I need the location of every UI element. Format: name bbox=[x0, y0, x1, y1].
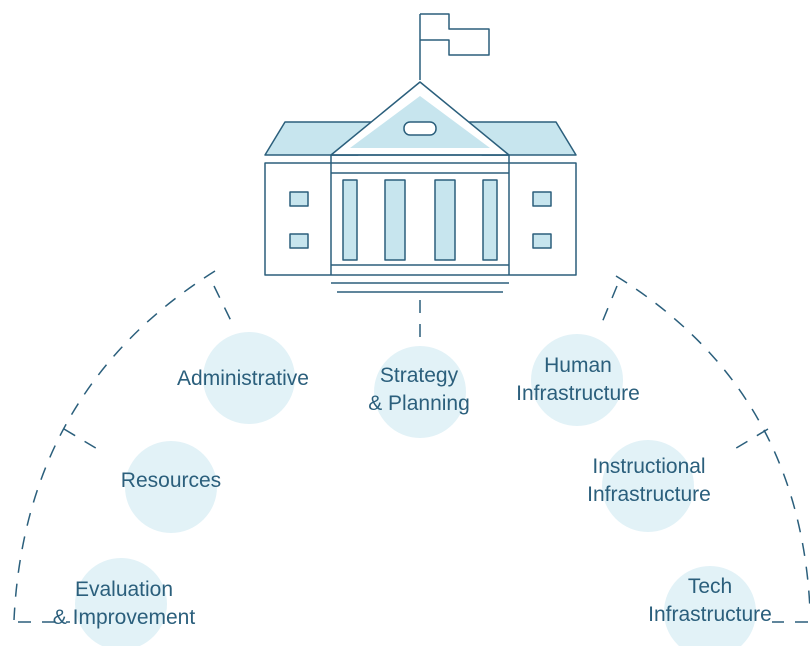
node-label-strategy: Strategy & Planning bbox=[368, 362, 470, 418]
node-label-administrative: Administrative bbox=[177, 365, 309, 393]
node-label-line: Evaluation bbox=[74, 578, 174, 601]
node-label-evaluation: Evaluation & Improvement bbox=[53, 576, 195, 632]
node-label-line: Human bbox=[544, 354, 612, 377]
node-label-line: Strategy bbox=[379, 364, 459, 387]
node-circle-administrative bbox=[203, 332, 295, 424]
node-label-line: Tech bbox=[687, 575, 733, 598]
node-circle-human bbox=[531, 334, 623, 426]
connector-human bbox=[600, 285, 618, 326]
right-arc bbox=[615, 275, 810, 611]
node-label-line: & Planning bbox=[368, 392, 470, 415]
connector-instructional bbox=[727, 428, 769, 454]
node-circle-tech bbox=[664, 566, 756, 646]
node-label-instructional: Instructional Infrastructure bbox=[587, 453, 711, 509]
node-label-line: Infrastructure bbox=[648, 603, 772, 626]
node-label-line: Infrastructure bbox=[587, 483, 711, 506]
school-building-icon bbox=[264, 13, 577, 293]
node-circle-instructional bbox=[602, 440, 694, 532]
node-label-line: Infrastructure bbox=[516, 382, 640, 405]
node-label-line: Administrative bbox=[177, 367, 309, 390]
node-circle-strategy bbox=[374, 346, 466, 438]
connector-administrative bbox=[213, 285, 234, 326]
node-circles bbox=[75, 332, 756, 646]
left-arc bbox=[13, 270, 216, 621]
node-label-human: Human Infrastructure bbox=[516, 352, 640, 408]
node-label-line: Instructional bbox=[592, 455, 706, 478]
node-label-line: & Improvement bbox=[52, 606, 196, 629]
dashed-connectors bbox=[13, 270, 810, 623]
connector-resources bbox=[63, 428, 105, 454]
node-label-tech: Tech Infrastructure bbox=[648, 573, 772, 629]
node-label-resources: Resources bbox=[121, 467, 221, 495]
node-circle-evaluation bbox=[75, 558, 167, 646]
node-label-line: Resources bbox=[120, 469, 222, 492]
node-circle-resources bbox=[125, 441, 217, 533]
